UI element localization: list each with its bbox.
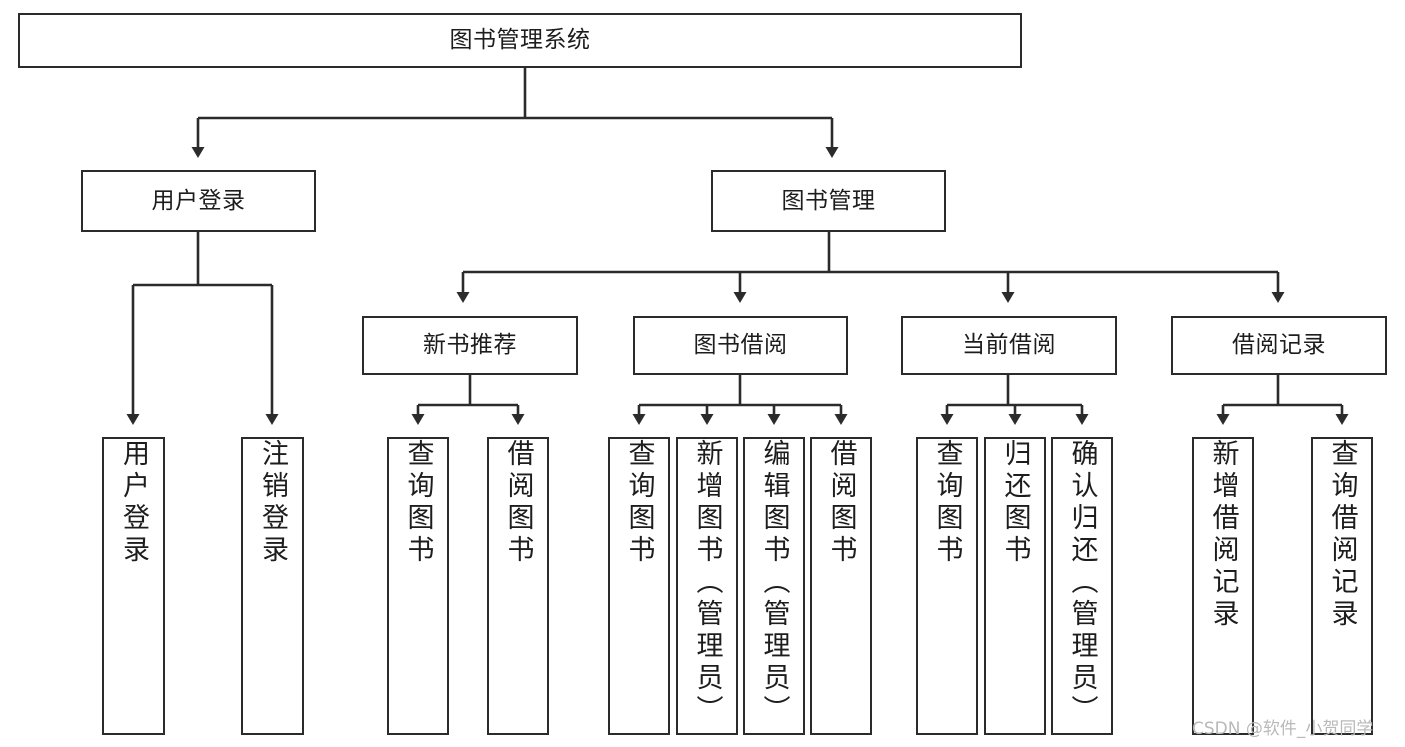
node-leaf-add-record-label: 新增借阅记录 <box>1207 439 1239 631</box>
node-new-book-recommend-label: 新书推荐 <box>423 332 517 359</box>
node-book-management-label: 图书管理 <box>781 187 876 214</box>
node-leaf-edit-book-label: 编辑图书（管理员） <box>758 439 790 727</box>
node-leaf-add-record[interactable]: 新增借阅记录 <box>1192 437 1254 735</box>
node-leaf-query-record-label: 查询借阅记录 <box>1326 439 1358 631</box>
node-borrow-record-label: 借阅记录 <box>1232 332 1326 359</box>
node-leaf-user-login[interactable]: 用户登录 <box>102 437 165 735</box>
node-leaf-add-book[interactable]: 新增图书（管理员） <box>676 437 738 735</box>
node-leaf-confirm-return[interactable]: 确认归还（管理员） <box>1051 437 1113 735</box>
node-leaf-borrow-book-1-label: 借阅图书 <box>502 439 534 567</box>
node-leaf-query-book-3-label: 查询图书 <box>931 439 963 567</box>
node-book-management[interactable]: 图书管理 <box>711 170 946 232</box>
node-leaf-borrow-book-2-label: 借阅图书 <box>825 439 857 567</box>
node-leaf-query-book-3[interactable]: 查询图书 <box>916 437 978 735</box>
node-leaf-return-book-label: 归还图书 <box>999 439 1031 567</box>
node-leaf-add-book-label: 新增图书（管理员） <box>691 439 723 727</box>
node-root[interactable]: 图书管理系统 <box>18 13 1022 68</box>
node-leaf-return-book[interactable]: 归还图书 <box>984 437 1046 735</box>
node-leaf-query-record[interactable]: 查询借阅记录 <box>1311 437 1373 735</box>
node-root-label: 图书管理系统 <box>449 27 591 54</box>
node-leaf-edit-book[interactable]: 编辑图书（管理员） <box>743 437 805 735</box>
node-new-book-recommend[interactable]: 新书推荐 <box>362 316 578 375</box>
node-leaf-logout[interactable]: 注销登录 <box>241 437 304 735</box>
node-leaf-confirm-return-label: 确认归还（管理员） <box>1066 439 1098 727</box>
node-leaf-borrow-book-1[interactable]: 借阅图书 <box>487 437 549 735</box>
node-leaf-logout-label: 注销登录 <box>257 439 288 567</box>
node-leaf-query-book-2[interactable]: 查询图书 <box>608 437 670 735</box>
node-leaf-user-login-label: 用户登录 <box>118 439 149 567</box>
node-book-borrow[interactable]: 图书借阅 <box>633 316 848 375</box>
csdn-watermark: CSDN @软件_小贺同学 <box>1192 719 1374 739</box>
node-user-login-label: 用户登录 <box>151 187 246 214</box>
node-leaf-query-book-2-label: 查询图书 <box>623 439 655 567</box>
node-leaf-query-book-1[interactable]: 查询图书 <box>387 437 449 735</box>
node-borrow-record[interactable]: 借阅记录 <box>1171 316 1387 375</box>
node-current-borrow-label: 当前借阅 <box>962 332 1056 359</box>
node-current-borrow[interactable]: 当前借阅 <box>901 316 1117 375</box>
node-user-login[interactable]: 用户登录 <box>81 170 316 232</box>
node-leaf-query-book-1-label: 查询图书 <box>402 439 434 567</box>
node-leaf-borrow-book-2[interactable]: 借阅图书 <box>810 437 872 735</box>
node-book-borrow-label: 图书借阅 <box>693 332 788 359</box>
